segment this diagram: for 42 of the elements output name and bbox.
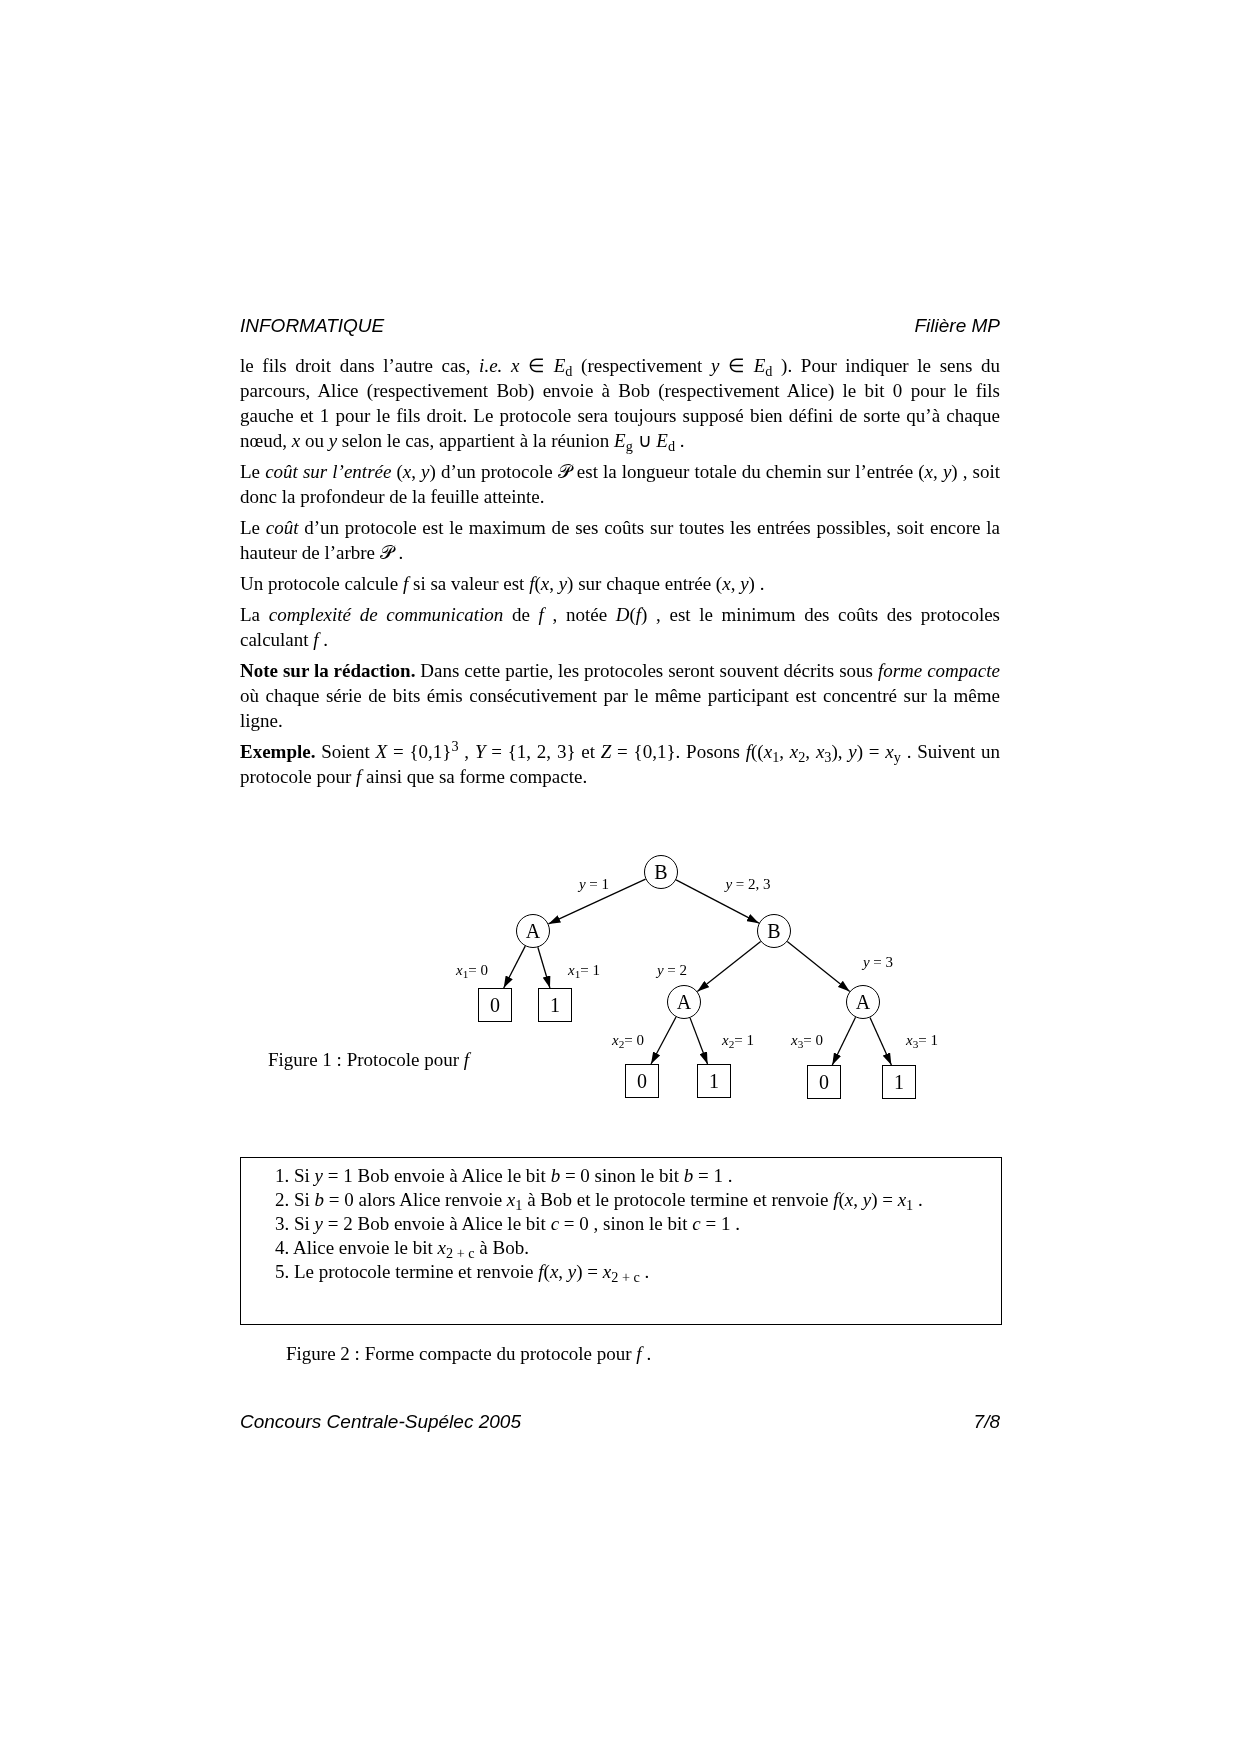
protocol-step: 1. Si y = 1 Bob envoie à Alice le bit b = 0 sinon le bit b = 1 . xyxy=(275,1164,981,1188)
protocol-step: 4. Alice envoie le bit x$_{2 + c}$ à Bob. xyxy=(275,1236,981,1260)
edge-label: y = 2, 3 xyxy=(725,876,771,892)
protocol-step: 5. Le protocole termine et renvoie f(x, y) = x$_{2 + c}$ . xyxy=(275,1260,981,1284)
leaf-box: 1 xyxy=(697,1064,731,1098)
edge-label: x$_{1}$= 1 xyxy=(568,962,600,978)
figure-caption: Figure 1 : Protocole pour f xyxy=(268,1048,470,1072)
edge-label: y = 1 xyxy=(578,876,610,892)
paragraph: Le coût d’un protocole est le maximum de ses coûts sur toutes les entrées possibles, soit encore la hauteur de l’arbre 𝒫 . xyxy=(240,516,1000,565)
edge-label: x$_{2}$= 1 xyxy=(722,1032,754,1048)
edge-label: y = 3 xyxy=(862,954,894,970)
arrow xyxy=(689,1017,709,1065)
paragraph: La complexité de communication de f , notée D(f) , est le minimum des coûts des protocoles calculant f . xyxy=(240,603,1000,652)
page-number: 7/8 xyxy=(973,1410,1000,1434)
arrow xyxy=(786,940,851,993)
edge-label: x$_{1}$= 0 xyxy=(456,962,488,978)
leaf-box: 0 xyxy=(807,1065,841,1099)
edge-label: x$_{3}$= 1 xyxy=(906,1032,938,1048)
leaf-box: 0 xyxy=(478,988,512,1022)
edge-label: x$_{2}$= 0 xyxy=(612,1032,644,1048)
arrow xyxy=(537,946,551,989)
arrow xyxy=(696,940,762,993)
leaf-box: 1 xyxy=(882,1065,916,1099)
protocol-step: 2. Si b = 0 alors Alice renvoie x$_{1}$ à Bob et le protocole termine et renvoie f(x, y) = x$_{1}$ . xyxy=(275,1188,981,1212)
figure-caption: Figure 2 : Forme compacte du protocole pour f . xyxy=(286,1342,652,1366)
arrow xyxy=(650,1016,677,1065)
leaf-box: 0 xyxy=(625,1064,659,1098)
leaf-box: 1 xyxy=(538,988,572,1022)
paragraph: Un protocole calcule f si sa valeur est f(x, y) sur chaque entrée (x, y) . xyxy=(240,572,766,596)
paragraph: Exemple. Soient X = {0,1}$^{3}$ , Y = {1, 2, 3} et Z = {0,1}. Posons f((x$_{1}$, x$_{2}$, x$_{3}$), y) = x$_{y}$ . Suivent un protocole pour f ainsi que sa forme compacte. xyxy=(240,739,1000,789)
paragraph: Note sur la rédaction. Dans cette partie, les protocoles seront souvent décrits sous forme compacte où chaque série de bits émis consécutivement par le même participant est concentré sur la même ligne. xyxy=(240,659,1000,733)
arrow xyxy=(503,945,526,989)
paragraph: le fils droit dans l’autre cas, i.e. x ∈ E$_{d}$ (respectivement y ∈ E$_{d}$ ). Pour indiquer le sens du parcours, Alice (respectivement Bob) envoie à Bob (respectivement Alice) le bit 0 pour le fils gauche et 1 pour le fils droit. Le protocole sera toujours supposé bien défini de sorte qu’à chaque nœud, x ou y selon le cas, appartient à la réunion E$_{g}$ ∪ E$_{d}$ . xyxy=(240,354,1000,453)
header-text: Filière MP xyxy=(914,314,1000,338)
arrow xyxy=(675,879,760,924)
paragraph: Le coût sur l’entrée (x, y) d’un protocole 𝒫 est la longueur totale du chemin sur l’entrée (x, y) , soit donc la profondeur de la feuille atteinte. xyxy=(240,460,1000,509)
protocol-panel xyxy=(240,1157,1002,1325)
header-text: INFORMATIQUE xyxy=(240,314,385,338)
footer-text: Concours Centrale-Supélec 2005 xyxy=(240,1410,521,1434)
edge-label: y = 2 xyxy=(656,962,688,978)
protocol-step: 3. Si y = 2 Bob envoie à Alice le bit c = 0 , sinon le bit c = 1 . xyxy=(275,1212,981,1236)
edge-label: x$_{3}$= 0 xyxy=(791,1032,823,1048)
